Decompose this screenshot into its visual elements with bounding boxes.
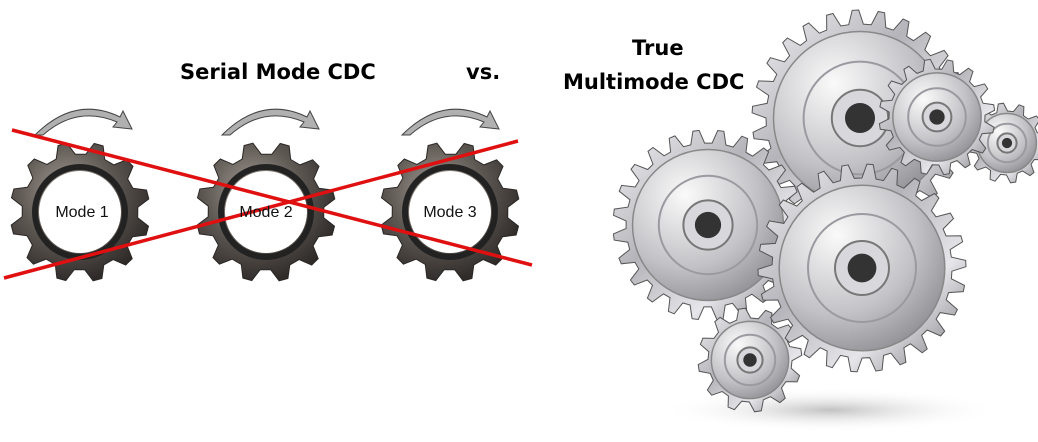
gear-ring — [723, 333, 777, 387]
steel-gear-top-right-small — [878, 58, 996, 176]
gear-rim — [402, 164, 498, 260]
gear-rim — [218, 164, 314, 260]
rotation-arrow-icon — [400, 108, 500, 136]
multimode-gears-group — [612, 9, 1038, 432]
rotation-arrow-icon — [220, 108, 320, 136]
gear-ring — [986, 122, 1028, 164]
cross-out-line-1 — [11, 128, 533, 267]
serial-gear-1 — [10, 142, 150, 282]
steel-gear-bottom-small — [697, 307, 803, 413]
gear-axle-hole — [929, 109, 945, 125]
steel-gear-left-medium — [612, 129, 804, 321]
gear-ring — [657, 174, 759, 276]
vs-label: vs. — [466, 60, 501, 84]
true-title-line1: True — [632, 36, 684, 60]
rotation-arrow-icon — [33, 108, 133, 136]
mode-2-label: Mode 2 — [239, 204, 293, 221]
mode-1-label: Mode 1 — [55, 204, 109, 221]
gear-axle-hole — [1001, 137, 1013, 149]
rotation-arrows-group — [33, 108, 500, 136]
serial-gear-3 — [380, 142, 520, 282]
true-title-line2: Multimode CDC — [563, 70, 745, 94]
gear-axle-hole — [694, 211, 722, 239]
gear-ring — [907, 87, 967, 147]
steel-gear-front-large — [757, 163, 967, 373]
gear-hole — [409, 171, 491, 253]
mode-3-label: Mode 3 — [423, 204, 477, 221]
serial-mode-title: Serial Mode CDC — [180, 60, 376, 84]
gear-axle-hole — [743, 353, 757, 367]
gear-axle-hole — [844, 102, 876, 134]
gear-ring — [807, 213, 917, 323]
gear-hole — [39, 171, 121, 253]
gear-axle-hole — [847, 253, 877, 283]
cross-out-line-2 — [3, 139, 519, 280]
